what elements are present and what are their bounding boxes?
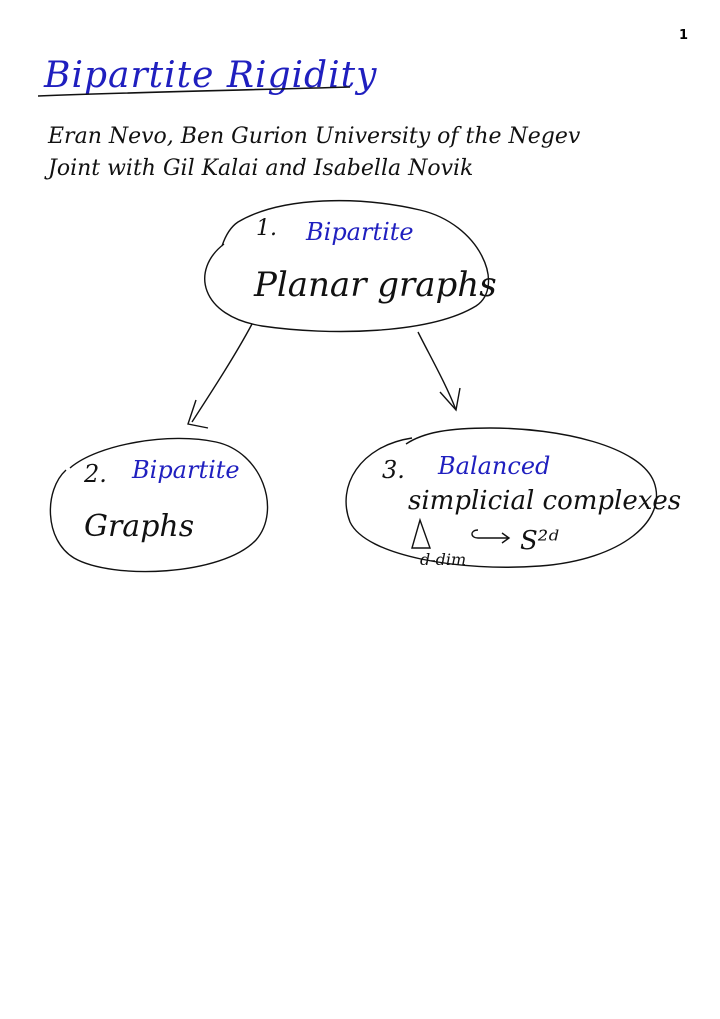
arrow-to-node2-head	[187, 399, 209, 429]
arrow-to-node2-shaft	[191, 323, 253, 423]
arrow-to-node3-shaft	[417, 331, 457, 411]
coauthors-line: Joint with Gil Kalai and Isabella Novik	[48, 156, 474, 181]
node1-label-black: Planar graphs	[254, 265, 497, 305]
author-affiliation-line: Eran Nevo, Ben Gurion University of the …	[48, 124, 581, 149]
node2-number: 2.	[84, 460, 107, 488]
simplex-triangle-icon	[411, 517, 431, 549]
node3-ellipse	[345, 427, 658, 568]
node3-label-blue: Balanced	[438, 452, 551, 480]
node3-dim-label: d-dim	[420, 550, 467, 569]
page-number: 1	[678, 28, 688, 43]
node3-number: 3.	[382, 456, 405, 484]
arrow-to-node3-head	[439, 387, 461, 412]
node3-sphere-label: S²ᵈ	[520, 526, 559, 556]
embedding-arrow-icon	[471, 529, 511, 544]
node2-label-black: Graphs	[84, 509, 195, 544]
node3-label-black: simplicial complexes	[408, 486, 682, 516]
node1-ellipse	[204, 199, 490, 333]
node2-label-blue: Bipartite	[132, 456, 240, 484]
node2-ellipse	[49, 437, 269, 573]
node1-label-blue: Bipartite	[306, 218, 414, 246]
node1-number: 1.	[256, 216, 277, 241]
title-underline	[37, 86, 351, 97]
